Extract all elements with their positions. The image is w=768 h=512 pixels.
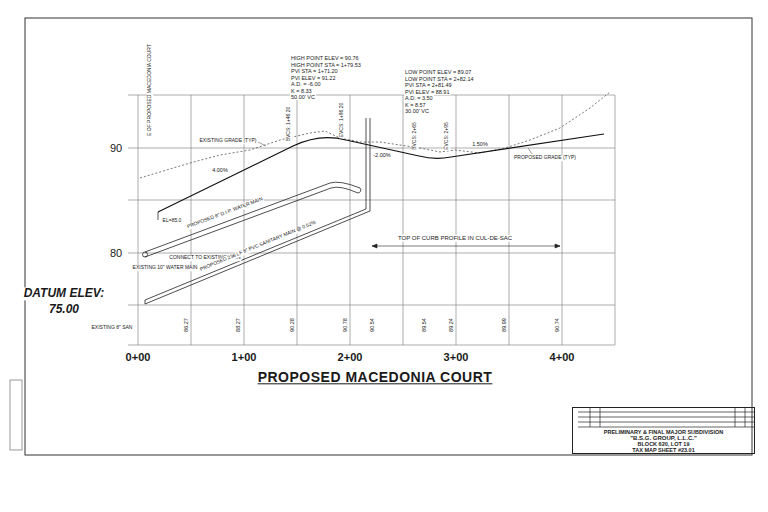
- grade-elevation: 89.24: [448, 317, 454, 333]
- pipe-note: EXISTING 10" WATER MAIN: [132, 265, 199, 271]
- vc-station: EVCS: 2+95: [444, 121, 450, 151]
- pipe-note: EXISTING 8" SAN: [91, 325, 134, 331]
- grade-note: PROPOSED GRADE (TYP): [513, 155, 577, 161]
- grade-start-tick: [158, 212, 159, 220]
- leader-lines: [258, 142, 532, 154]
- vc-station: EVCS: 1+96.20: [339, 102, 345, 139]
- sheet-border: [25, 18, 752, 455]
- grade-elevation: 88.27: [235, 317, 241, 333]
- grade-elevation: 89.54: [421, 317, 427, 333]
- title-block-grid: [578, 407, 755, 427]
- station-label: 2+00: [337, 351, 364, 363]
- centerline-note: E OF PROPOSED MACEDONIA COURT: [147, 43, 153, 137]
- station-label: 3+00: [443, 351, 470, 363]
- grade-note: EXISTING GRADE (TYP): [199, 138, 258, 144]
- profile-grid: [128, 95, 615, 345]
- title-block-text: "B.S.G. GROUP, L.L.C.": [573, 435, 754, 441]
- datum-label: DATUM ELEV:: [23, 287, 106, 300]
- vc-station: BVCS: 2+65: [412, 121, 418, 151]
- curve-data: PVI ELEV = 91.22: [290, 74, 337, 80]
- elevation-axis: 80: [109, 247, 123, 259]
- curve-data: 50.00' VC: [290, 94, 316, 100]
- grade-elevation: 90.54: [369, 317, 375, 333]
- pipe-note: PROPOSED 8" D.I.P. WATER MAIN: [185, 196, 264, 230]
- grade-percent: -2.00%: [372, 152, 391, 158]
- curve-data: HIGH POINT ELEV = 90.76: [290, 55, 360, 61]
- station-label: 4+00: [549, 351, 576, 363]
- grade-elevation: 90.74: [554, 317, 560, 333]
- grade-elevation: 90.28: [289, 317, 295, 333]
- curve-data: K = 8.33: [290, 87, 313, 93]
- curb-note: TOP OF CURB PROFILE IN CUL-DE-SAC: [397, 235, 513, 242]
- curve-data: PVI STA = 1+71.20: [290, 68, 339, 74]
- grade-percent: 1.50%: [471, 141, 489, 147]
- title-block: PRELIMINARY & FINAL MAJOR SUBDIVISION"B.…: [572, 407, 755, 454]
- pipe-note: PROPOSED 236 LF 8" PVC SANITARY MAIN @ 0…: [198, 219, 317, 272]
- station-label: 1+00: [231, 351, 258, 363]
- curve-data: LOW POINT STA = 2+82.14: [404, 75, 475, 81]
- curve-data: PVI ELEV = 88.91: [404, 88, 451, 94]
- curve-data: PVI STA = 2+81.49: [404, 82, 453, 88]
- curve-data: HIGH POINT STA = 1+79.53: [290, 61, 362, 67]
- drawing-title: PROPOSED MACEDONIA COURT: [257, 370, 494, 385]
- grade-elevation: 89.99: [501, 317, 507, 333]
- title-block-text: TAX MAP SHEET #23.01: [573, 447, 754, 453]
- datum-value: 75.00: [48, 303, 80, 316]
- curb-profile-arrow: [372, 244, 560, 248]
- title-block-text: BLOCK 620, LOT 19: [573, 441, 754, 447]
- station-label: 0+00: [125, 351, 152, 363]
- existing-grade: [140, 92, 610, 178]
- proposed-grade: [158, 134, 604, 212]
- curve-data: LOW POINT ELEV = 89.07: [404, 69, 472, 75]
- title-block-text: PRELIMINARY & FINAL MAJOR SUBDIVISION: [573, 429, 754, 435]
- elevation-axis: 90: [109, 142, 123, 154]
- curve-data: K = 8.57: [404, 101, 427, 107]
- grade-elevation: 86.27: [183, 317, 189, 333]
- curve-data: A.D. = -6.00: [290, 81, 322, 87]
- sanitary-main: [145, 118, 370, 304]
- elevation-note: EL=85.0: [162, 218, 183, 224]
- margin-stamp: [10, 380, 22, 450]
- grade-percent: 4.00%: [211, 167, 229, 173]
- curve-data: A.D. = 3.50: [404, 95, 434, 101]
- grade-elevation: 90.78: [342, 317, 348, 333]
- vc-station: BVCS: 1+46.20: [286, 106, 292, 143]
- curve-data: 30.00' VC: [404, 108, 430, 114]
